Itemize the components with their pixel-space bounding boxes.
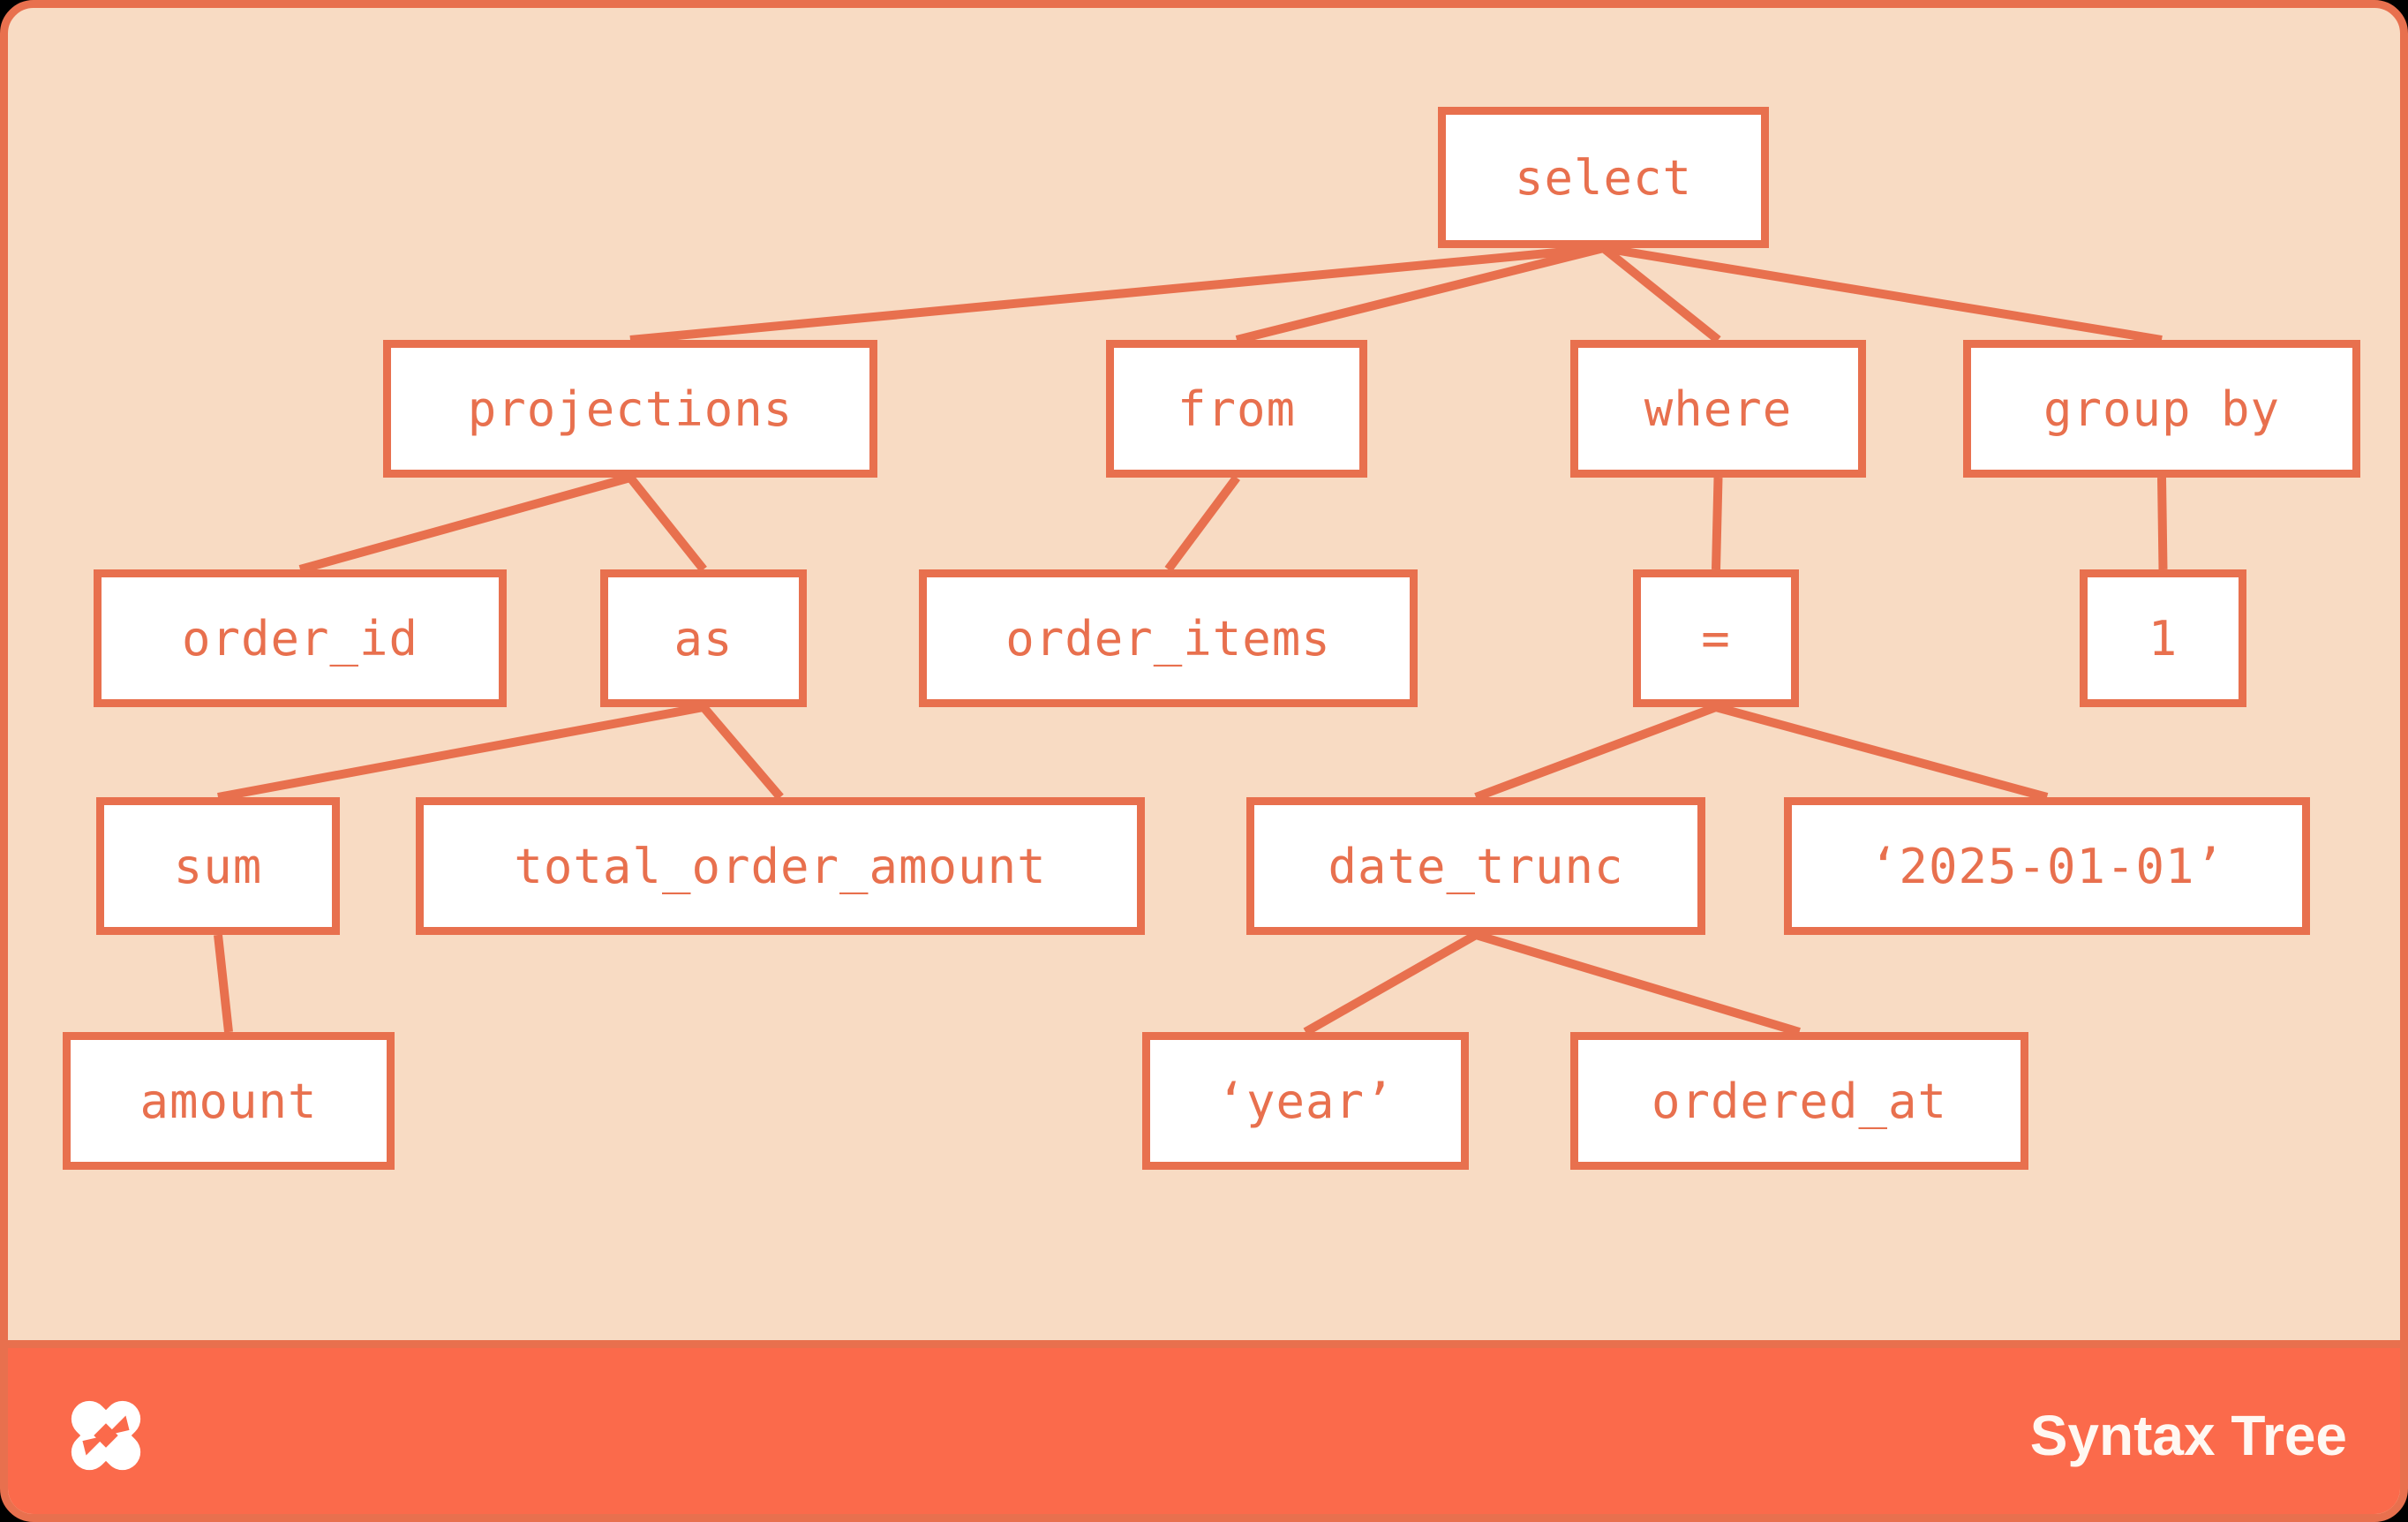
tree-edge-group_by-one bbox=[2157, 477, 2168, 570]
tree-edge-select-group_by bbox=[1602, 244, 2163, 344]
tree-edge-projections-order_id bbox=[298, 473, 632, 574]
tree-edge-select-where bbox=[1600, 245, 1721, 343]
tree-edge-as-total_order_amount bbox=[700, 704, 784, 801]
tree-edge-eq-date_literal bbox=[1714, 703, 2049, 802]
tree-edge-projections-as bbox=[627, 474, 707, 573]
tree-edge-date_trunc-year_literal bbox=[1303, 931, 1479, 1036]
tree-edges bbox=[214, 244, 2168, 1036]
tree-edge-eq-date_trunc bbox=[1474, 703, 1718, 802]
tree-node-total_order_amount: total_order_amount bbox=[416, 797, 1145, 935]
tree-node-order_id: order_id bbox=[94, 569, 507, 707]
tree-node-one: 1 bbox=[2080, 569, 2246, 707]
tree-node-amount: amount bbox=[63, 1032, 395, 1170]
tree-node-group_by: group by bbox=[1963, 340, 2360, 478]
tree-node-date_trunc: date_trunc bbox=[1246, 797, 1705, 935]
tree-node-sum: sum bbox=[96, 797, 340, 935]
dbt-logo-icon bbox=[71, 1400, 141, 1470]
tree-edge-where-eq bbox=[1712, 477, 1723, 570]
tree-node-from: from bbox=[1106, 340, 1367, 478]
tree-edge-as-sum bbox=[217, 703, 704, 802]
tree-edge-sum-amount bbox=[214, 934, 233, 1033]
tree-edge-from-order_items bbox=[1164, 475, 1241, 572]
tree-node-as: as bbox=[600, 569, 807, 707]
tree-node-where: where bbox=[1570, 340, 1866, 478]
tree-edge-date_trunc-ordered_at bbox=[1474, 931, 1801, 1036]
tree-node-year_literal: ‘year’ bbox=[1142, 1032, 1469, 1170]
tree-node-projections: projections bbox=[383, 340, 877, 478]
tree-node-order_items: order_items bbox=[919, 569, 1418, 707]
tree-node-eq: = bbox=[1633, 569, 1799, 707]
tree-node-select: select bbox=[1438, 107, 1769, 248]
footer-title: Syntax Tree bbox=[2029, 1403, 2347, 1467]
tree-edge-select-projections bbox=[629, 244, 1604, 344]
tree-edge-select-from bbox=[1235, 244, 1605, 344]
tree-node-ordered_at: ordered_at bbox=[1570, 1032, 2028, 1170]
footer-bar: Syntax Tree bbox=[8, 1340, 2400, 1514]
syntax-tree-canvas: select projections from where group by order_… bbox=[8, 8, 2400, 1514]
tree-node-date_literal: ‘2025-01-01’ bbox=[1784, 797, 2310, 935]
